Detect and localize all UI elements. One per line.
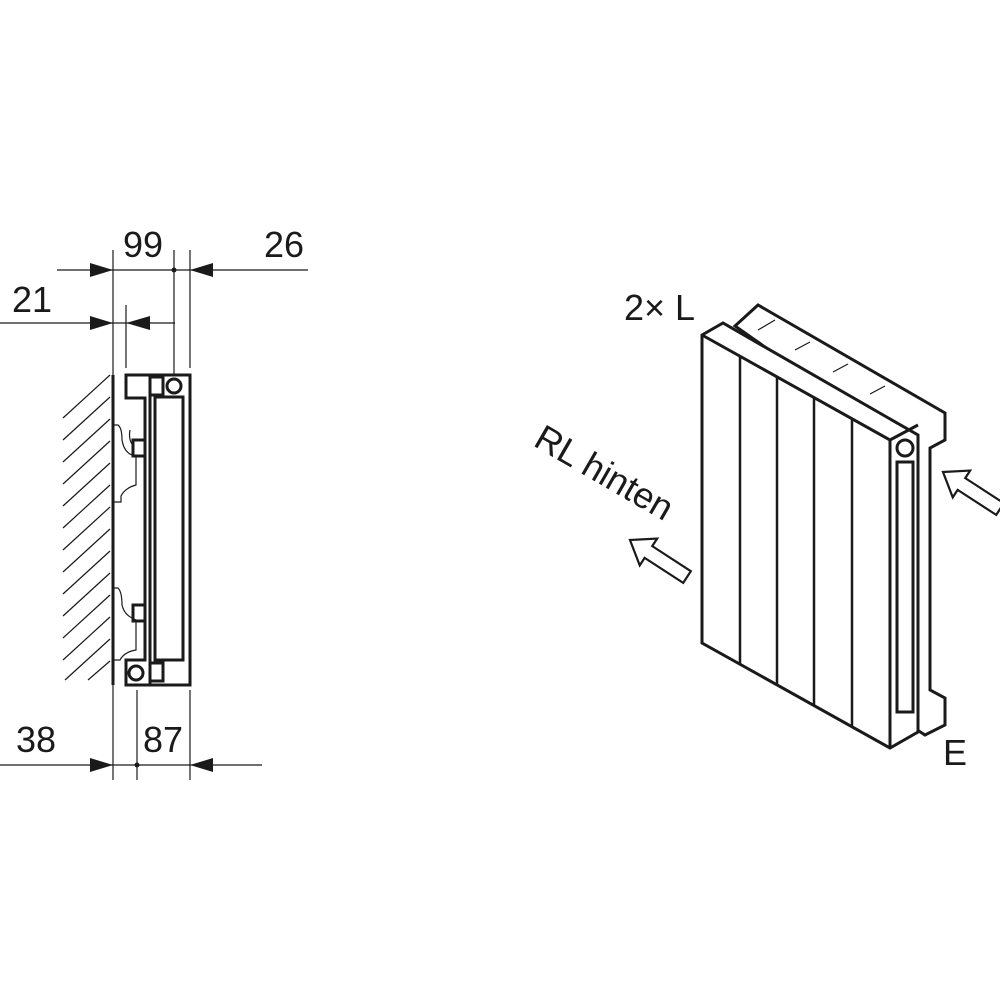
- wall-hatching: [62, 374, 115, 685]
- label-2xL: 2× L: [624, 287, 695, 328]
- lower-hook: [131, 603, 147, 623]
- dim-99: 99: [123, 224, 163, 265]
- top-nipple: [148, 375, 165, 397]
- label-e: E: [943, 732, 967, 773]
- front-top-edge: [701, 333, 919, 748]
- upper-hook: [131, 438, 147, 458]
- rear-panel: [124, 373, 152, 687]
- dim-26: 26: [264, 224, 304, 265]
- arrow-right-icon: [90, 316, 113, 330]
- arrow-right-icon: [90, 758, 113, 772]
- bottom-connection-icon: [127, 664, 145, 682]
- side-channel: [895, 460, 915, 714]
- dim-38: 38: [16, 719, 56, 760]
- dimension-dot: [134, 762, 140, 768]
- inlet-arrow-icon: [941, 469, 1000, 517]
- radiator-section: [114, 373, 192, 687]
- connection-port-icon: [895, 438, 915, 458]
- top-connection-icon: [165, 377, 183, 395]
- bottom-nipple: [148, 661, 165, 683]
- isometric-view: 2× L RL hinten E: [528, 287, 1000, 773]
- upper-latch: [128, 429, 135, 448]
- dim-21: 21: [12, 279, 52, 320]
- front-radiator-body: [700, 321, 920, 750]
- side-view: 99 26 21: [0, 224, 308, 780]
- dim-87: 87: [143, 719, 183, 760]
- dimension-dot: [171, 267, 177, 273]
- rear-segment-lines: [757, 319, 886, 395]
- arrow-left-icon: [190, 758, 213, 772]
- arrow-left-icon: [190, 263, 213, 277]
- front-inner: [153, 395, 185, 662]
- arrow-right-icon: [90, 263, 113, 277]
- lower-wall-bracket: [114, 587, 137, 661]
- upper-wall-bracket: [114, 424, 137, 503]
- arrow-left-icon: [126, 316, 150, 330]
- return-arrow-icon: [628, 537, 693, 585]
- label-rl-hinten: RL hinten: [528, 416, 681, 528]
